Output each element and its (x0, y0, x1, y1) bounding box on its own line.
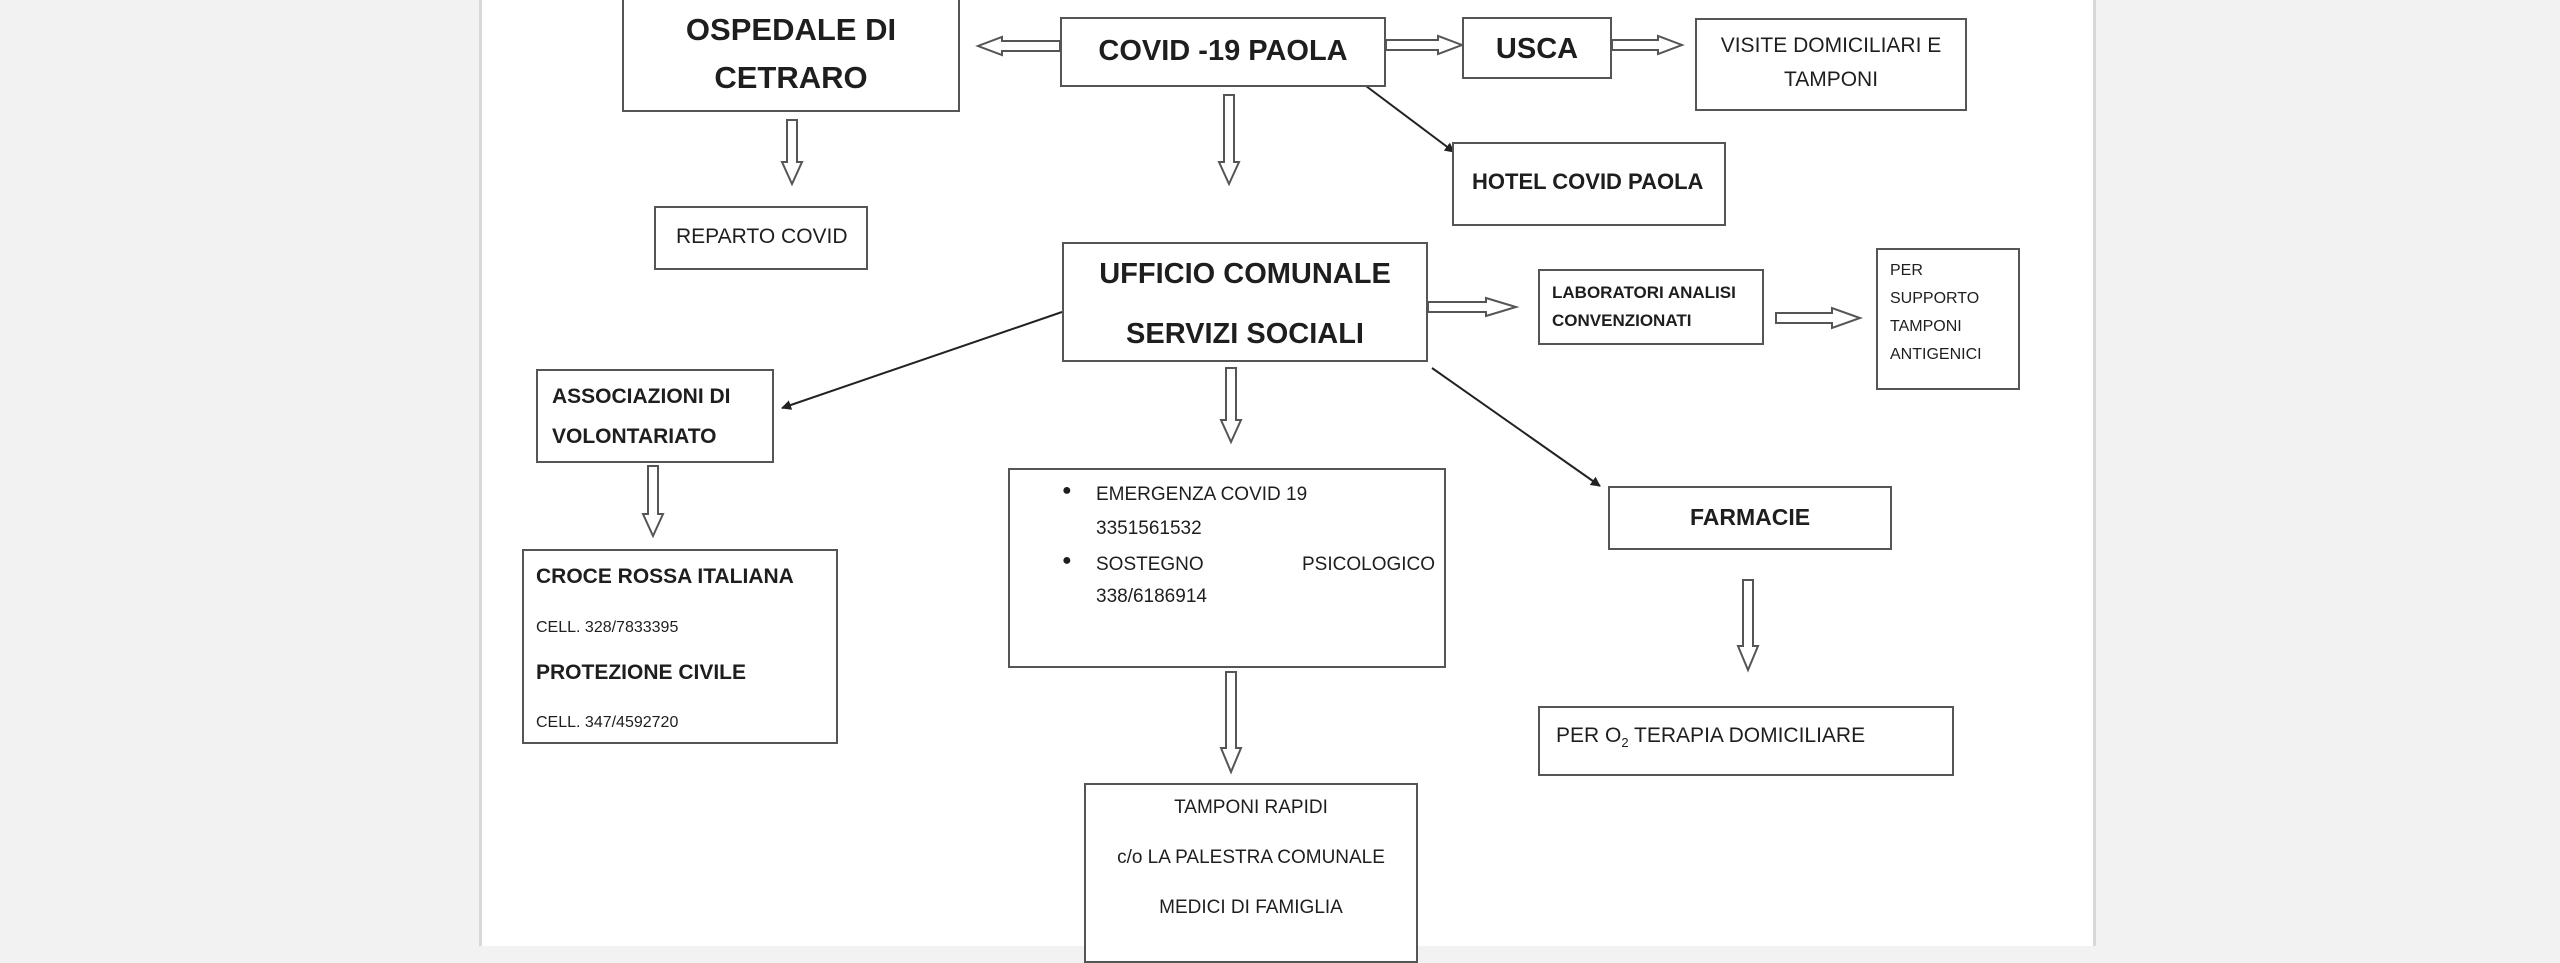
node-ospedale-line1: OSPEDALE DI (685, 12, 897, 47)
node-laboratori-line1: LABORATORI ANALISI (1552, 283, 1736, 302)
node-usca: USCA (1462, 17, 1612, 79)
arrow-ufficio-to-laboratori (1427, 296, 1520, 318)
node-hotel-covid: HOTEL COVID PAOLA (1452, 142, 1726, 226)
node-supporto-line3: TAMPONI (1890, 318, 1962, 335)
node-supporto-line2: SUPPORTO (1890, 290, 1980, 307)
arrow-ufficio-to-associazioni (781, 311, 1063, 410)
ossigeno-subscript: 2 (1621, 735, 1629, 751)
protezione-civile-title: PROTEZIONE CIVILE (536, 661, 747, 684)
protezione-civile-cell: CELL. 347/4592720 (536, 714, 679, 731)
node-laboratori-line2: CONVENZIONATI (1552, 311, 1692, 330)
node-hotel-label: HOTEL COVID PAOLA (1472, 169, 1704, 194)
node-visite-line1: VISITE DOMICILIARI E (1720, 34, 1942, 57)
arrow-usca-to-visite (1611, 34, 1685, 56)
node-associazioni-volontariato: ASSOCIAZIONI DI VOLONTARIATO (536, 369, 774, 463)
sostegno-label-right: PSICOLOGICO (1302, 554, 1436, 575)
node-laboratori-analisi: LABORATORI ANALISI CONVENZIONATI (1538, 269, 1764, 345)
bullet-icon: ● (1062, 482, 1072, 499)
node-ufficio-line2: SERVIZI SOCIALI (1126, 318, 1364, 350)
node-tamponi-line1: TAMPONI RAPIDI (1174, 797, 1328, 818)
node-reparto-covid: REPARTO COVID (654, 206, 868, 270)
arrow-farmacie-to-ossigeno (1736, 579, 1760, 673)
arrow-ufficio-to-emergenza (1219, 367, 1243, 445)
emergenza-number: 3351561532 (1096, 518, 1202, 539)
node-reparto-label: REPARTO COVID (676, 225, 848, 248)
arrow-associazioni-to-croce (641, 465, 665, 539)
arrow-covid-to-ufficio (1217, 94, 1241, 187)
node-ufficio-line1: UFFICIO COMUNALE (1099, 258, 1391, 290)
node-covid-label: COVID -19 PAOLA (1098, 35, 1348, 67)
node-ossigeno-terapia: PER O2 TERAPIA DOMICILIARE (1538, 706, 1954, 776)
croce-rossa-title: CROCE ROSSA ITALIANA (536, 565, 794, 588)
arrow-covid-to-ospedale (975, 35, 1061, 57)
arrow-laboratori-to-supporto (1775, 306, 1863, 330)
node-tamponi-line2: c/o LA PALESTRA COMUNALE (1117, 847, 1385, 868)
node-visite-line2: TAMPONI (1783, 68, 1879, 91)
arrow-emergenza-to-tamponi (1219, 671, 1243, 775)
emergenza-label: EMERGENZA COVID 19 (1096, 484, 1308, 505)
node-associazioni-line1: ASSOCIAZIONI DI (552, 385, 731, 408)
node-usca-label: USCA (1495, 33, 1579, 65)
bullet-icon: ● (1062, 552, 1072, 569)
node-ufficio-servizi-sociali: UFFICIO COMUNALE SERVIZI SOCIALI (1062, 242, 1428, 362)
node-tamponi-line3: MEDICI DI FAMIGLIA (1159, 897, 1343, 918)
arrow-ufficio-to-farmacie (1431, 367, 1601, 487)
node-visite-domiciliari: VISITE DOMICILIARI E TAMPONI (1695, 18, 1967, 111)
node-croce-rossa-protezione-civile: CROCE ROSSA ITALIANA CELL. 328/7833395 P… (522, 549, 838, 744)
node-ossigeno-label: PER O2 TERAPIA DOMICILIARE (1556, 724, 1865, 750)
sostegno-label-left: SOSTEGNO (1096, 554, 1204, 575)
node-associazioni-line2: VOLONTARIATO (552, 425, 717, 448)
arrow-covid-to-usca (1385, 34, 1465, 56)
arrow-ospedale-to-reparto (780, 119, 804, 187)
croce-rossa-cell: CELL. 328/7833395 (536, 619, 679, 636)
node-covid-paola: COVID -19 PAOLA (1060, 17, 1386, 87)
node-emergenza-sostegno: ● EMERGENZA COVID 19 3351561532 ● SOSTEG… (1008, 468, 1446, 668)
node-farmacie-label: FARMACIE (1689, 504, 1811, 530)
node-supporto-tamponi: PER SUPPORTO TAMPONI ANTIGENICI (1876, 248, 2020, 390)
node-ospedale-cetraro: OSPEDALE DI CETRARO (622, 0, 960, 112)
ossigeno-after: TERAPIA DOMICILIARE (1628, 724, 1866, 747)
node-tamponi-rapidi: TAMPONI RAPIDI c/o LA PALESTRA COMUNALE … (1084, 783, 1418, 963)
node-supporto-line4: ANTIGENICI (1890, 346, 1982, 363)
node-supporto-line1: PER (1890, 262, 1923, 279)
sostegno-number: 338/6186914 (1096, 586, 1207, 607)
arrow-covid-to-hotel (1365, 85, 1455, 153)
node-ospedale-line2: CETRARO (714, 60, 868, 95)
ossigeno-before: PER O (1556, 724, 1622, 747)
node-farmacie: FARMACIE (1608, 486, 1892, 550)
